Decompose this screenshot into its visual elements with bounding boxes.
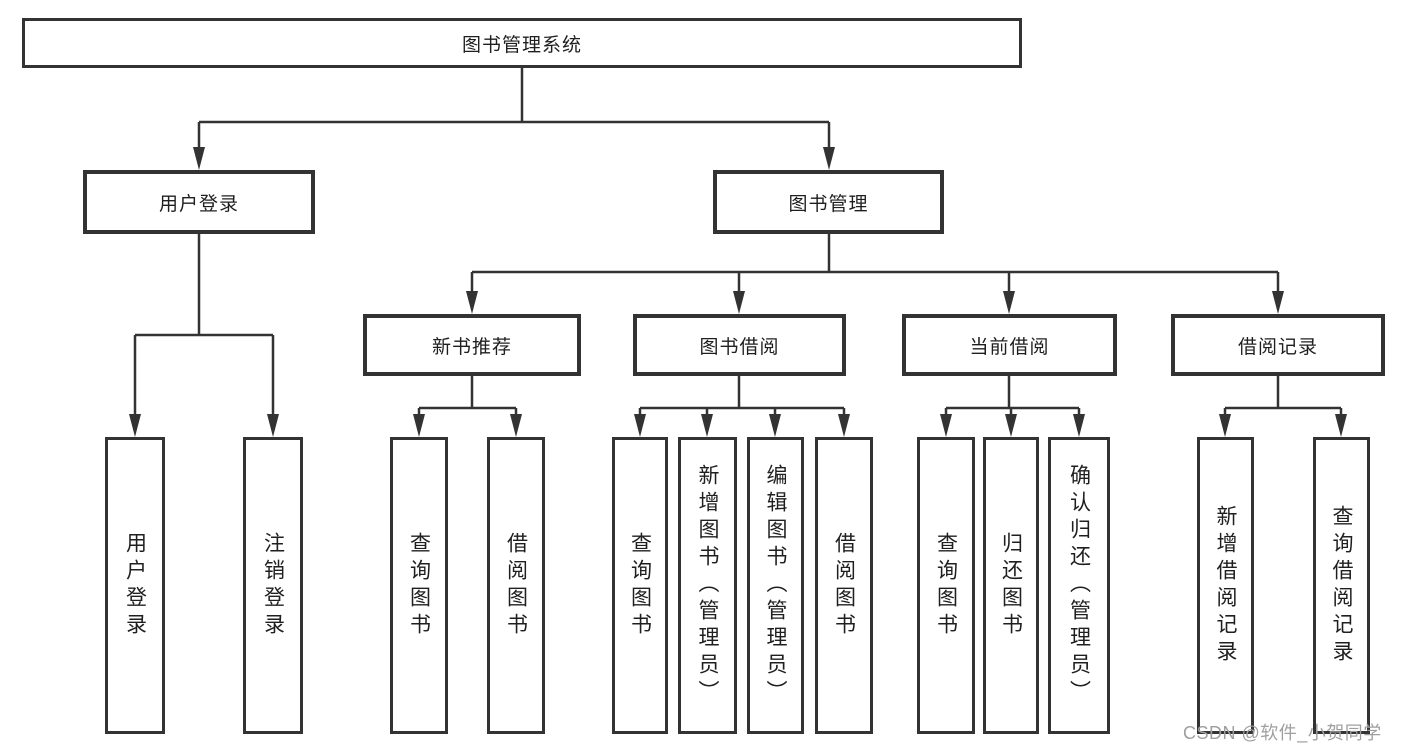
connector-current-borrow-branch (944, 376, 1081, 417)
leaf-current-query-book: 查询图书 (917, 437, 975, 734)
node-book-management: 图书管理 (713, 170, 944, 234)
leaf-borrow-book: 借阅图书 (815, 437, 873, 734)
leaf-user-login-label: 用户登录 (123, 531, 147, 640)
leaf-recommend-borrow-book: 借阅图书 (487, 437, 545, 734)
node-book-borrow: 图书借阅 (633, 314, 846, 376)
leaf-return-book-label: 归还图书 (999, 531, 1023, 640)
connector-book-mgmt-branch (470, 234, 1280, 294)
node-user-login-label: 用户登录 (158, 193, 239, 215)
leaf-edit-book-admin-label: 编辑图书（管理员） (764, 464, 787, 707)
leaf-recommend-borrow-book-label: 借阅图书 (504, 531, 528, 640)
leaf-add-book-admin: 新增图书（管理员） (678, 437, 737, 734)
leaf-confirm-return-admin-label: 确认归还（管理员） (1067, 464, 1091, 707)
node-new-book-recommend-label: 新书推荐 (431, 336, 512, 358)
leaf-add-borrow-record: 新增借阅记录 (1197, 437, 1254, 734)
connector-borrow-record-branch (1223, 376, 1343, 417)
leaf-confirm-return-admin: 确认归还（管理员） (1048, 437, 1110, 734)
connector-user-login-branch (133, 234, 275, 417)
connector-book-borrow-branch (638, 376, 846, 417)
leaf-current-query-book-label: 查询图书 (934, 531, 958, 640)
leaf-edit-book-admin: 编辑图书（管理员） (747, 437, 804, 734)
node-library-system-label: 图书管理系统 (461, 34, 582, 56)
node-user-login: 用户登录 (83, 170, 315, 234)
leaf-query-borrow-record-label: 查询借阅记录 (1330, 504, 1353, 667)
arrowheads (129, 147, 1347, 437)
leaf-recommend-query-book-label: 查询图书 (407, 531, 431, 640)
node-current-borrow: 当前借阅 (902, 314, 1117, 376)
leaf-borrow-query-book: 查询图书 (612, 437, 668, 734)
node-new-book-recommend: 新书推荐 (363, 314, 581, 376)
leaf-add-borrow-record-label: 新增借阅记录 (1214, 504, 1237, 667)
node-current-borrow-label: 当前借阅 (969, 336, 1050, 358)
leaf-query-borrow-record: 查询借阅记录 (1313, 437, 1370, 734)
leaf-logout: 注销登录 (243, 437, 303, 734)
connector-new-book-branch (417, 376, 518, 417)
leaf-borrow-book-label: 借阅图书 (832, 531, 856, 640)
leaf-add-book-admin-label: 新增图书（管理员） (696, 464, 719, 707)
leaf-return-book: 归还图书 (983, 437, 1039, 734)
leaf-user-login: 用户登录 (105, 437, 165, 734)
node-book-management-label: 图书管理 (788, 193, 869, 215)
csdn-watermark: CSDN @软件_小贺同学 (1183, 723, 1382, 743)
connector-root-to-level2 (197, 68, 831, 150)
node-book-borrow-label: 图书借阅 (699, 336, 780, 358)
node-library-system: 图书管理系统 (22, 18, 1022, 68)
node-borrow-record: 借阅记录 (1171, 314, 1385, 376)
node-borrow-record-label: 借阅记录 (1237, 336, 1318, 358)
leaf-logout-label: 注销登录 (261, 531, 285, 640)
leaf-borrow-query-book-label: 查询图书 (628, 531, 652, 640)
leaf-recommend-query-book: 查询图书 (390, 437, 448, 734)
